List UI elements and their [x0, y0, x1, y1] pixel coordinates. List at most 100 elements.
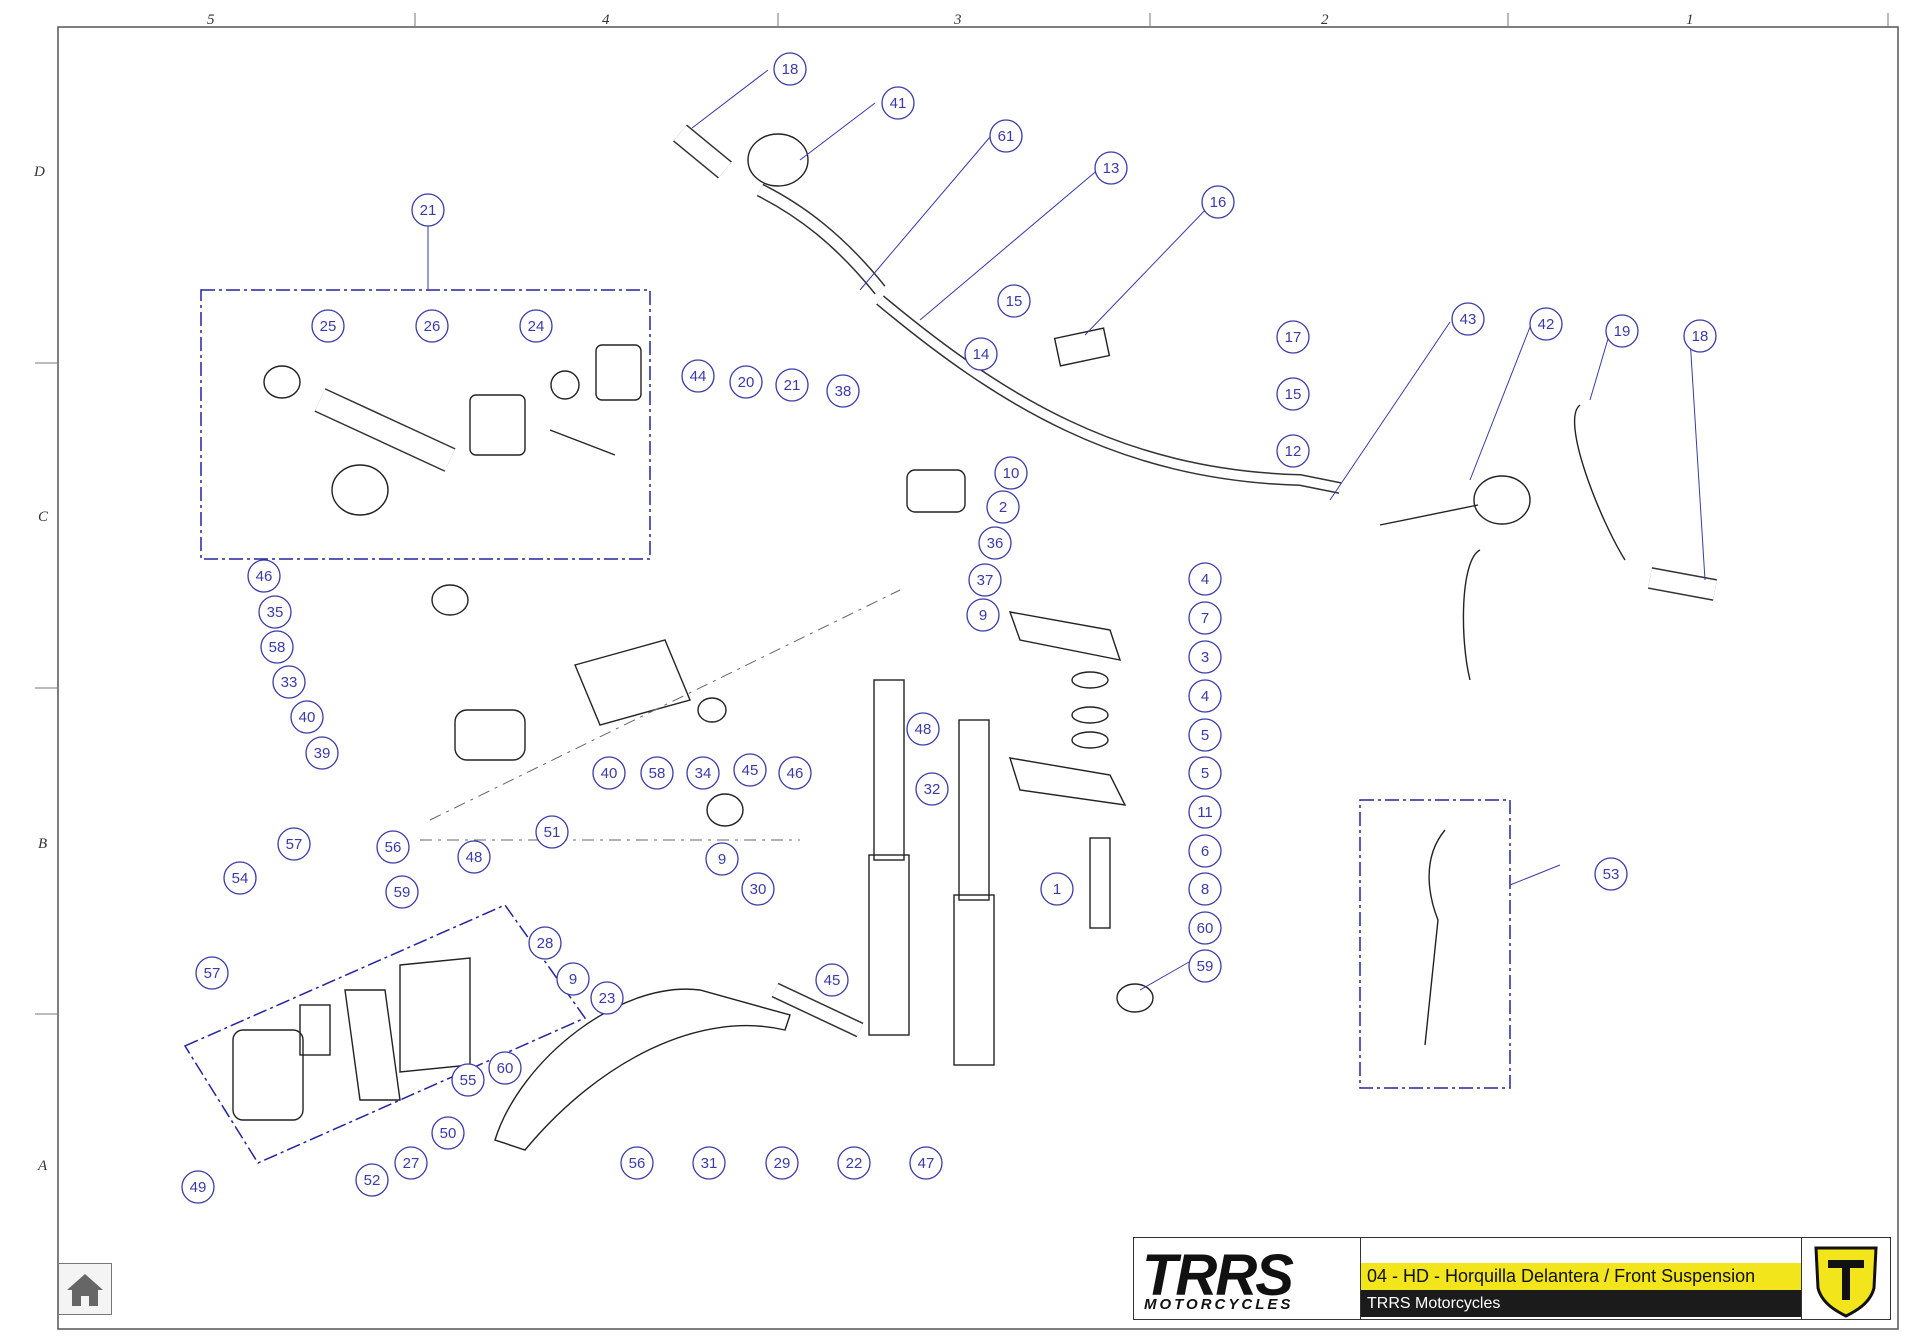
grid-col-label: 2 — [1321, 12, 1329, 28]
callout-label: 53 — [1603, 866, 1620, 883]
callout-label: 9 — [569, 971, 577, 988]
callout-label: 58 — [649, 765, 666, 782]
title-block: TRRS MOTORCYCLES 04 - HD - Horquilla Del… — [1133, 1237, 1891, 1320]
callout-4: 4 — [1188, 562, 1222, 596]
callout-label: 9 — [979, 607, 987, 624]
callout-label: 45 — [742, 762, 759, 779]
callout-label: 56 — [385, 839, 402, 856]
callout-label: 21 — [784, 377, 801, 394]
callout-48: 48 — [906, 712, 940, 746]
callout-39: 39 — [305, 736, 339, 770]
sheet-subtitle: TRRS Motorcycles — [1361, 1290, 1801, 1317]
callout-label: 15 — [1285, 386, 1302, 403]
callout-label: 16 — [1210, 194, 1227, 211]
callout-59: 59 — [1188, 949, 1222, 983]
callout-20: 20 — [729, 365, 763, 399]
callout-label: 26 — [424, 318, 441, 335]
callout-label: 1 — [1053, 881, 1061, 898]
callout-label: 35 — [267, 604, 284, 621]
callout-label: 29 — [774, 1155, 791, 1172]
callout-label: 4 — [1201, 688, 1209, 705]
callout-label: 60 — [497, 1060, 514, 1077]
callout-51: 51 — [535, 815, 569, 849]
callout-18: 18 — [1683, 319, 1717, 353]
callout-label: 43 — [1460, 311, 1477, 328]
callout-30: 30 — [741, 872, 775, 906]
callout-44: 44 — [681, 359, 715, 393]
callout-35: 35 — [258, 595, 292, 629]
callout-9: 9 — [556, 962, 590, 996]
leader-lines — [427, 69, 1706, 991]
callout-57: 57 — [195, 956, 229, 990]
callout-40: 40 — [592, 756, 626, 790]
callout-15: 15 — [997, 284, 1031, 318]
callout-label: 51 — [544, 824, 561, 841]
callout-label: 40 — [299, 709, 316, 726]
callout-label: 41 — [890, 95, 907, 112]
callout-label: 33 — [281, 674, 298, 691]
callout-41: 41 — [881, 86, 915, 120]
grid-row-label: D — [33, 164, 45, 180]
callout-40: 40 — [290, 700, 324, 734]
callout-label: 61 — [998, 128, 1015, 145]
callout-10: 10 — [994, 456, 1028, 490]
group-box-47 — [183, 904, 587, 1164]
home-button[interactable] — [58, 1263, 112, 1315]
callout-label: 59 — [394, 884, 411, 901]
callout-9: 9 — [966, 598, 1000, 632]
brand-wordmark: TRRS — [1142, 1243, 1294, 1308]
grid-row-label: A — [37, 1158, 48, 1174]
callout-6: 6 — [1188, 834, 1222, 868]
callout-59: 59 — [385, 875, 419, 909]
grid-col-label: 4 — [602, 12, 610, 28]
callout-label: 7 — [1201, 610, 1209, 627]
callout-label: 27 — [403, 1155, 420, 1172]
callout-label: 38 — [835, 383, 852, 400]
sheet-frame — [57, 26, 1899, 1330]
part-drawings — [232, 124, 1717, 1151]
callout-label: 13 — [1103, 160, 1120, 177]
callout-label: 52 — [364, 1172, 381, 1189]
callout-label: 17 — [1285, 329, 1302, 346]
callout-56: 56 — [376, 830, 410, 864]
callout-18: 18 — [773, 52, 807, 86]
callout-label: 36 — [987, 535, 1004, 552]
callout-label: 18 — [1692, 328, 1709, 345]
callout-55: 55 — [451, 1063, 485, 1097]
callout-23: 23 — [590, 981, 624, 1015]
callout-label: 22 — [846, 1155, 863, 1172]
callout-21: 21 — [775, 368, 809, 402]
callout-48: 48 — [457, 840, 491, 874]
callout-label: 57 — [286, 836, 303, 853]
callout-25: 25 — [311, 309, 345, 343]
callout-28: 28 — [528, 926, 562, 960]
callout-label: 45 — [824, 972, 841, 989]
callout-3: 3 — [1188, 640, 1222, 674]
callout-47: 47 — [909, 1146, 943, 1180]
callout-label: 59 — [1197, 958, 1214, 975]
group-box-23 — [1359, 799, 1511, 1089]
callout-label: 40 — [601, 765, 618, 782]
callout-61: 61 — [989, 119, 1023, 153]
callout-label: 48 — [915, 721, 932, 738]
callout-17: 17 — [1276, 320, 1310, 354]
callout-12: 12 — [1276, 434, 1310, 468]
callout-label: 46 — [787, 765, 804, 782]
callout-label: 20 — [738, 374, 755, 391]
callout-9: 9 — [705, 842, 739, 876]
grid-col-label: 3 — [953, 12, 962, 28]
callout-label: 12 — [1285, 443, 1302, 460]
callout-4: 4 — [1188, 679, 1222, 713]
callout-56: 56 — [620, 1146, 654, 1180]
callout-label: 25 — [320, 318, 337, 335]
callout-label: 30 — [750, 881, 767, 898]
callout-label: 24 — [528, 318, 545, 335]
callout-7: 7 — [1188, 601, 1222, 635]
callout-49: 49 — [181, 1170, 215, 1204]
grid-col-label: 1 — [1686, 12, 1694, 28]
callout-50: 50 — [431, 1116, 465, 1150]
grid-ticks — [35, 13, 1889, 1015]
callout-14: 14 — [964, 337, 998, 371]
grid-row-label: C — [38, 509, 49, 525]
